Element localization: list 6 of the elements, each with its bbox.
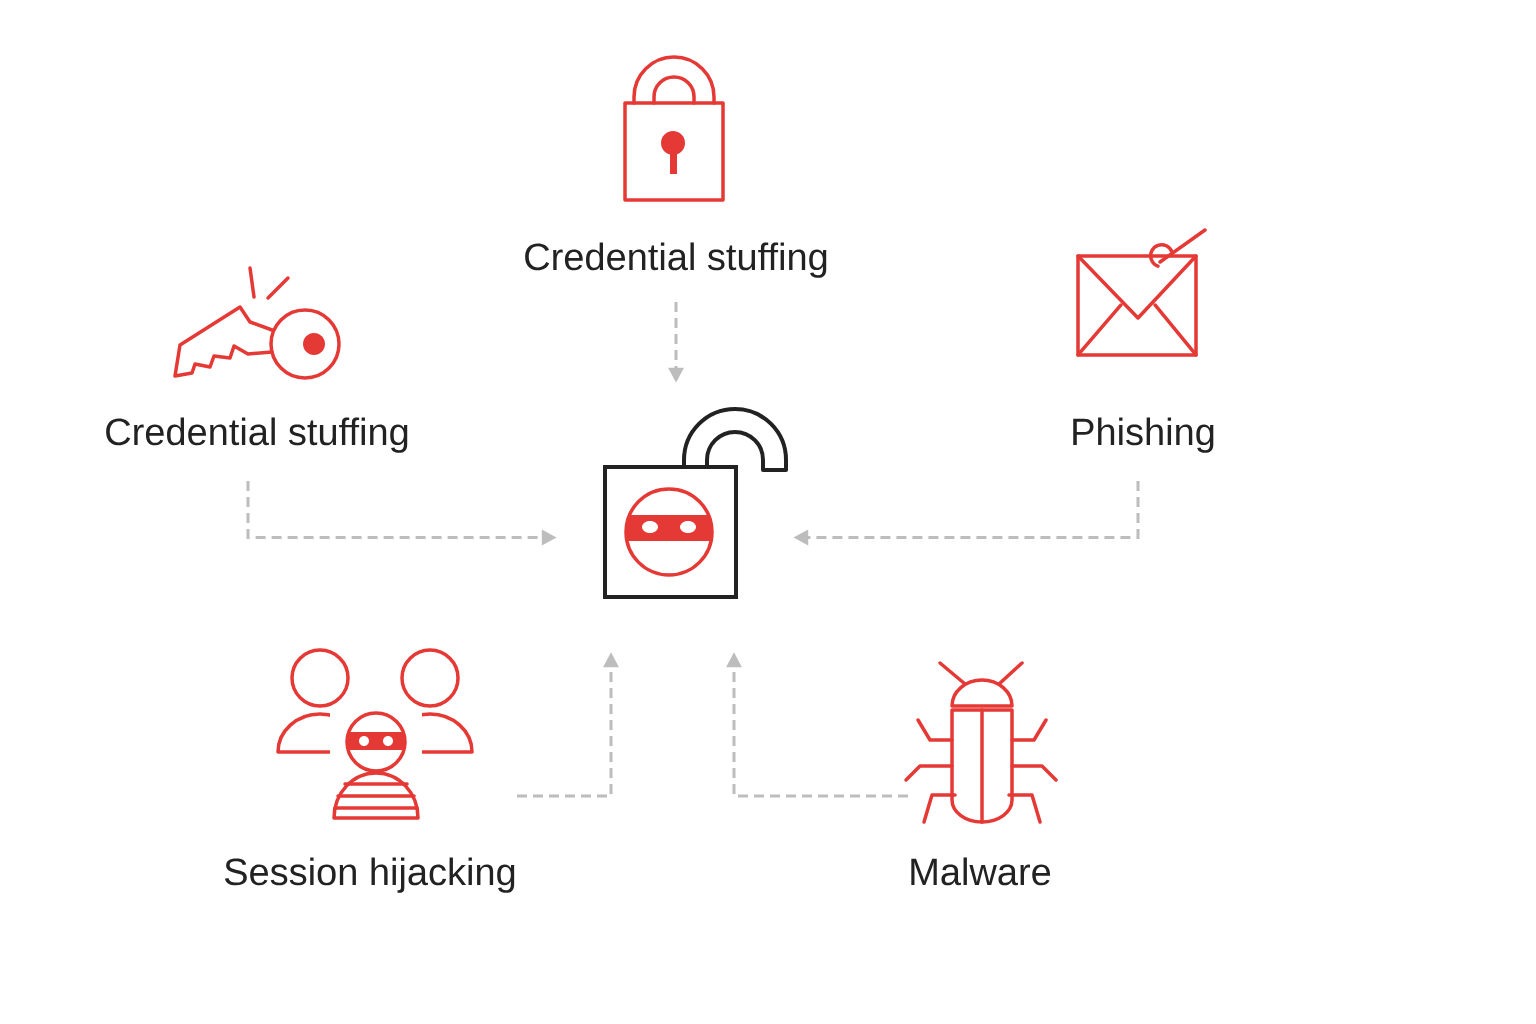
hacked-padlock-drawing (603, 407, 788, 599)
icon-label: Credential stuffing (525, 242, 827, 278)
icon-label: Credential stuffing (106, 417, 408, 453)
icon-label: Phishing (1073, 417, 1214, 453)
icon-label: Malware (911, 857, 1051, 886)
icon-label: Session hijacking (224, 857, 515, 893)
